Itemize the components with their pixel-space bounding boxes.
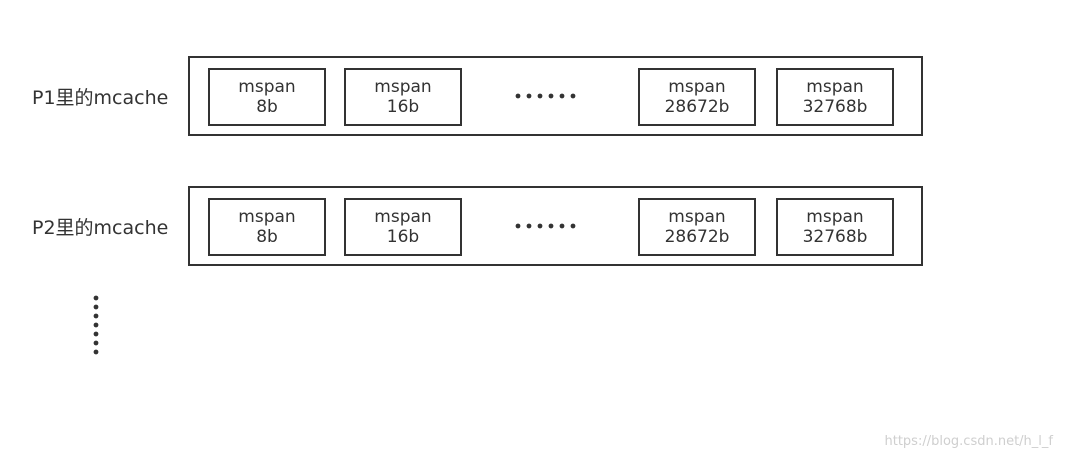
ellipsis-dots-icon: [515, 93, 576, 99]
row-label-p1: P1里的mcache: [32, 87, 169, 109]
mspan-name: mspan: [806, 207, 864, 227]
mspan-size: 28672b: [664, 227, 730, 247]
mspan-box-28672b: mspan 28672b: [638, 68, 756, 126]
watermark-text: https://blog.csdn.net/h_l_f: [884, 434, 1054, 449]
ellipsis-dots-icon: [515, 223, 576, 229]
mspan-name: mspan: [668, 77, 726, 97]
mspan-box-8b: mspan 8b: [208, 198, 326, 256]
mspan-size: 28672b: [664, 97, 730, 117]
mspan-size: 16b: [386, 97, 420, 117]
mspan-box-32768b: mspan 32768b: [776, 198, 894, 256]
mspan-box-16b: mspan 16b: [344, 198, 462, 256]
mspan-name: mspan: [374, 207, 432, 227]
mspan-name: mspan: [238, 207, 296, 227]
mspan-name: mspan: [668, 207, 726, 227]
mspan-box-8b: mspan 8b: [208, 68, 326, 126]
mspan-box-16b: mspan 16b: [344, 68, 462, 126]
mspan-name: mspan: [238, 77, 296, 97]
mspan-size: 32768b: [802, 97, 868, 117]
mspan-box-32768b: mspan 32768b: [776, 68, 894, 126]
mspan-size: 8b: [256, 227, 278, 247]
mspan-size: 32768b: [802, 227, 868, 247]
mspan-box-28672b: mspan 28672b: [638, 198, 756, 256]
row-label-p2: P2里的mcache: [32, 217, 169, 239]
vertical-ellipsis-icon: [93, 295, 99, 355]
mspan-name: mspan: [374, 77, 432, 97]
mspan-name: mspan: [806, 77, 864, 97]
mspan-size: 16b: [386, 227, 420, 247]
mcache-frame-p1: mspan 8b mspan 16b mspan 28672b mspan 32…: [188, 56, 923, 136]
mcache-frame-p2: mspan 8b mspan 16b mspan 28672b mspan 32…: [188, 186, 923, 266]
mspan-size: 8b: [256, 97, 278, 117]
